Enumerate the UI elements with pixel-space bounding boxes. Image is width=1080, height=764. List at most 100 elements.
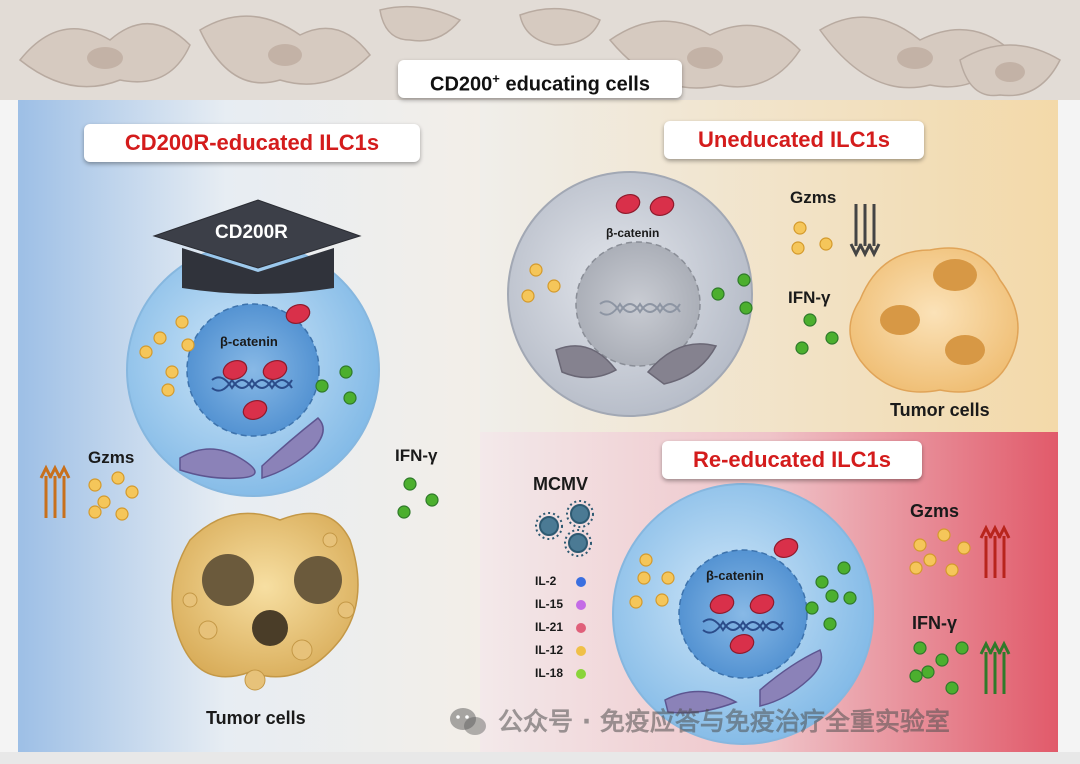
reeducated-beta-catenin-nucleus <box>729 633 755 655</box>
legend-dot-il18 <box>576 669 586 679</box>
reeducated-gzms-granule <box>655 593 669 607</box>
cd200r-hat-label: CD200R <box>215 222 288 243</box>
reeducated-ifn-secreted <box>945 681 959 695</box>
legend-label-il12: IL-12 <box>535 643 564 657</box>
reeducated-gzms-granule <box>661 571 675 585</box>
reeducated-gzms-granule <box>629 595 643 609</box>
uneducated-gzms-secreted <box>793 221 807 235</box>
left-dna-icon <box>211 376 293 392</box>
cd200r-educated-title: CD200R-educated ILC1s <box>84 124 420 162</box>
left-beta-catenin-cytoplasm <box>285 303 311 325</box>
reeducated-ifn-secreted <box>935 653 949 667</box>
reeducated-gzms-secreted <box>923 553 937 567</box>
reeducated-ifn-secreted <box>909 669 923 683</box>
left-beta-catenin-nucleus <box>222 359 248 381</box>
reeducated-gzms-secreted <box>913 538 927 552</box>
left-gzms-granule <box>181 338 195 352</box>
uneducated-gzms-label: Gzms <box>790 188 837 207</box>
educating-cell-layer <box>0 0 1080 100</box>
reeducated-title: Re-educated ILC1s <box>662 441 922 479</box>
reeducated-beta-catenin-nucleus <box>709 593 735 615</box>
left-gzms-granule <box>153 331 167 345</box>
reeducated-gzms-granule <box>637 571 651 585</box>
left-gzms-granule <box>161 383 175 397</box>
reeducated-gzms-secreted <box>937 528 951 542</box>
left-ifn-granule <box>343 391 357 405</box>
reeducated-ifn-granule <box>805 601 819 615</box>
reeducated-beta-catenin-cytoplasm <box>773 537 799 559</box>
left-gzms-secreted <box>88 478 102 492</box>
uneducated-gzms-granule <box>547 279 561 293</box>
left-ilc1-cell <box>126 243 380 497</box>
uneducated-ilc1-cell <box>507 171 753 417</box>
reeducated-ifn-label: IFN-γ <box>912 613 957 633</box>
legend-dot-il12 <box>576 646 586 656</box>
left-gzms-granule <box>165 365 179 379</box>
uneducated-ifn-secreted <box>803 313 817 327</box>
uneducated-tumor-cell-cluster <box>849 247 1019 393</box>
uneducated-ifn-secreted <box>825 331 839 345</box>
reeducated-ilc1-cell <box>612 483 874 745</box>
left-gzms-granule <box>139 345 153 359</box>
uneducated-gzms-granule <box>521 289 535 303</box>
uneducated-gzms-secreted <box>791 241 805 255</box>
uneducated-gzms-granule <box>529 263 543 277</box>
left-beta-catenin-nucleus <box>262 359 288 381</box>
left-gzms-secreted <box>88 505 102 519</box>
reeducated-ifn-granule <box>843 591 857 605</box>
uneducated-gzms-down-arrows <box>849 204 881 258</box>
cd200r-graduation-hat-icon <box>152 199 362 294</box>
reeducated-gzms-up-arrows <box>979 524 1011 578</box>
reeducated-nucleus <box>678 549 808 679</box>
reeducated-ifn-secreted <box>955 641 969 655</box>
uneducated-ifn-granule <box>737 273 751 287</box>
left-gzms-secreted <box>125 485 139 499</box>
reeducated-ifn-granule <box>823 617 837 631</box>
reeducated-gzms-granule <box>639 553 653 567</box>
mcmv-label: MCMV <box>533 474 588 494</box>
legend-label-il18: IL-18 <box>535 666 564 680</box>
uneducated-ifn-granule <box>711 287 725 301</box>
reeducated-beta-catenin-nucleus <box>749 593 775 615</box>
left-beta-catenin-nucleus <box>242 399 268 421</box>
reeducated-ifn-granule <box>825 589 839 603</box>
left-ifn-secreted <box>425 493 439 507</box>
uneducated-beta-catenin <box>615 193 641 215</box>
uneducated-ifn-secreted <box>795 341 809 355</box>
left-tumor-label: Tumor cells <box>206 708 306 728</box>
reeducated-gzms-secreted <box>957 541 971 555</box>
uneducated-ifn-label: IFN-γ <box>788 288 831 307</box>
educating-cells-title: CD200+ educating cells <box>398 60 682 98</box>
left-ifn-secreted <box>397 505 411 519</box>
legend-label-il2: IL-2 <box>535 574 557 588</box>
legend-label-il21: IL-21 <box>535 620 564 634</box>
reeducated-ifn-secreted <box>913 641 927 655</box>
reeducated-beta-catenin-label: β-catenin <box>706 568 764 583</box>
watermark-text: 公众号 · 免疫应答与免疫治疗全重实验室 <box>498 707 950 736</box>
left-gzms-secreted <box>97 495 111 509</box>
left-mitochondria <box>179 416 324 480</box>
uneducated-beta-catenin <box>649 195 675 217</box>
left-gzms-granule <box>175 315 189 329</box>
reeducated-gzms-secreted <box>909 561 923 575</box>
uneducated-ifn-granule <box>739 301 753 315</box>
uneducated-gzms-secreted <box>819 237 833 251</box>
legend-dot-il21 <box>576 623 586 633</box>
reeducated-gzms-label: Gzms <box>910 501 960 521</box>
left-ifn-granule <box>315 379 329 393</box>
left-gzms-up-arrows <box>39 464 71 518</box>
left-tumor-cell-cluster <box>171 512 359 691</box>
legend-dot-il15 <box>576 600 586 610</box>
reeducated-ifn-up-arrows <box>979 640 1011 694</box>
legend-dot-il2 <box>576 577 586 587</box>
wechat-icon <box>450 708 486 735</box>
uneducated-nucleus <box>575 241 701 367</box>
left-gzms-secreted <box>111 471 125 485</box>
reeducated-ifn-secreted <box>921 665 935 679</box>
left-beta-catenin-label: β-catenin <box>220 334 278 349</box>
reeducated-gzms-secreted <box>945 563 959 577</box>
left-ifn-label: IFN-γ <box>395 446 438 465</box>
left-gzms-secreted <box>115 507 129 521</box>
reeducated-ifn-granule <box>837 561 851 575</box>
left-ifn-granule <box>339 365 353 379</box>
